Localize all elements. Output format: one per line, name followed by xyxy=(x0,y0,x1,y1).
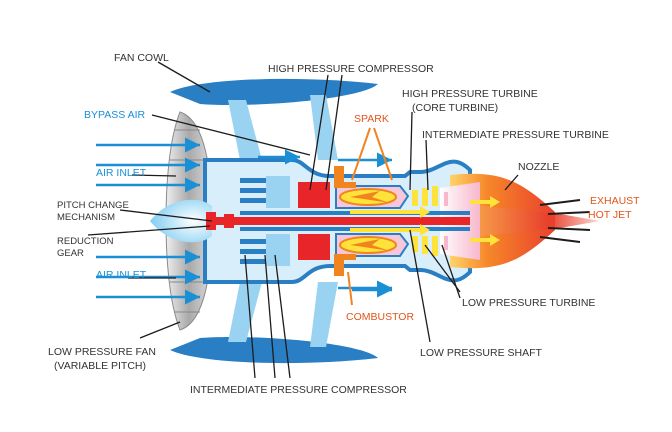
label-combustor: COMBUSTOR xyxy=(346,311,414,323)
label-nozzle: NOZZLE xyxy=(518,161,559,173)
label-reduction-2: GEAR xyxy=(57,248,84,259)
label-lp-shaft: LOW PRESSURE SHAFT xyxy=(420,347,543,359)
label-hp-compressor: HIGH PRESSURE COMPRESSOR xyxy=(268,63,434,75)
label-air-inlet-bottom: AIR INLET xyxy=(96,269,147,281)
label-exhaust-1: EXHAUST xyxy=(590,195,640,207)
label-lp-fan-1: LOW PRESSURE FAN xyxy=(48,346,156,358)
low-pressure-shaft xyxy=(210,217,470,225)
fan-cowl-top xyxy=(170,78,378,106)
label-bypass-air: BYPASS AIR xyxy=(84,109,145,121)
exhaust-plume xyxy=(470,205,600,237)
ip-compressor-blades xyxy=(240,178,266,264)
label-exhaust-2: HOT JET xyxy=(588,209,632,221)
exhaust-streaks xyxy=(539,199,591,243)
leader-lines xyxy=(87,61,519,379)
label-hp-turbine-2: (CORE TURBINE) xyxy=(412,102,498,114)
spark-leaders xyxy=(347,127,393,306)
label-ip-compressor: INTERMEDIATE PRESSURE COMPRESSOR xyxy=(190,384,407,396)
strut-top-front xyxy=(228,100,262,160)
air-flow-arrows xyxy=(96,137,392,305)
label-hp-turbine-1: HIGH PRESSURE TURBINE xyxy=(402,88,538,100)
spark-plug-top xyxy=(334,166,356,188)
label-ip-turbine: INTERMEDIATE PRESSURE TURBINE xyxy=(422,129,609,141)
label-lp-fan-2: (VARIABLE PITCH) xyxy=(54,360,146,372)
strut-bottom-rear xyxy=(310,282,338,347)
hp-compressor-bottom xyxy=(298,234,330,260)
label-air-inlet-top: AIR INLET xyxy=(96,167,147,179)
hp-compressor-top xyxy=(298,182,330,208)
label-fan-cowl: FAN COWL xyxy=(114,52,169,64)
label-lp-turbine: LOW PRESSURE TURBINE xyxy=(462,297,595,309)
spinner-nose xyxy=(150,199,212,243)
hot-flow-arrows xyxy=(350,196,500,246)
label-reduction-1: REDUCTION xyxy=(57,236,114,247)
label-pitch-change-2: MECHANISM xyxy=(57,212,115,223)
label-pitch-change-1: PITCH CHANGE xyxy=(57,200,129,211)
label-spark: SPARK xyxy=(354,113,389,125)
spark-plug-bottom xyxy=(334,254,356,276)
strut-bottom-front xyxy=(228,282,262,342)
